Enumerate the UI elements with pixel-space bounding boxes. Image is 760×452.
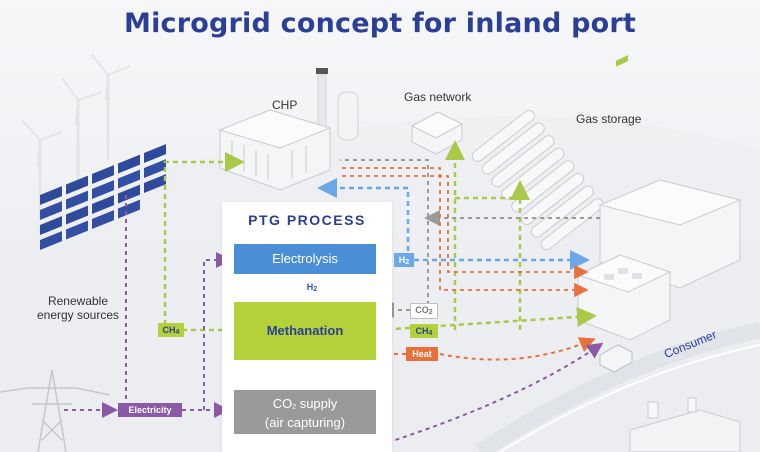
heat-tag: Heat	[406, 347, 438, 361]
renewable-label-line2: energy sources	[36, 308, 120, 322]
ch4-left-tag: CH4	[158, 323, 184, 337]
ship-icon	[629, 397, 741, 452]
electrolysis-box: Electrolysis	[234, 244, 376, 274]
co2-supply-line1: CO2 supply	[272, 396, 338, 411]
h2-tag: H2	[394, 253, 414, 267]
wind-turbine-icon	[21, 54, 131, 220]
page-title: Microgrid concept for inland port	[124, 8, 636, 39]
chp-label: CHP	[272, 98, 298, 112]
gas-network-label: Gas network	[404, 90, 472, 104]
gas-storage-label: Gas storage	[576, 112, 642, 126]
chp-plant-icon	[218, 68, 359, 191]
solar-panel-icon	[40, 144, 166, 250]
renewable-label: Renewable energy sources	[30, 294, 126, 322]
co2-tag: CO2	[410, 303, 438, 319]
ch4-right-tag: CH4	[410, 324, 438, 338]
renewable-label-line1: Renewable	[47, 294, 109, 308]
co2-supply-line2: (air capturing)	[264, 415, 346, 430]
gas-storage-icon	[471, 109, 604, 251]
co2-supply-box: CO2 supply (air capturing)	[234, 390, 376, 434]
methanation-box: Methanation	[234, 302, 376, 360]
electricity-tag: Electricity	[118, 403, 182, 417]
h2-internal-sub: 2	[313, 286, 318, 293]
consumer-building-icon	[576, 179, 742, 341]
power-pylon-icon	[0, 369, 111, 452]
h2-internal-tag: H2	[298, 280, 326, 294]
truck-icon	[599, 55, 633, 373]
h2-internal-text: H	[306, 282, 314, 292]
ptg-process-title: PTG PROCESS	[248, 212, 366, 228]
